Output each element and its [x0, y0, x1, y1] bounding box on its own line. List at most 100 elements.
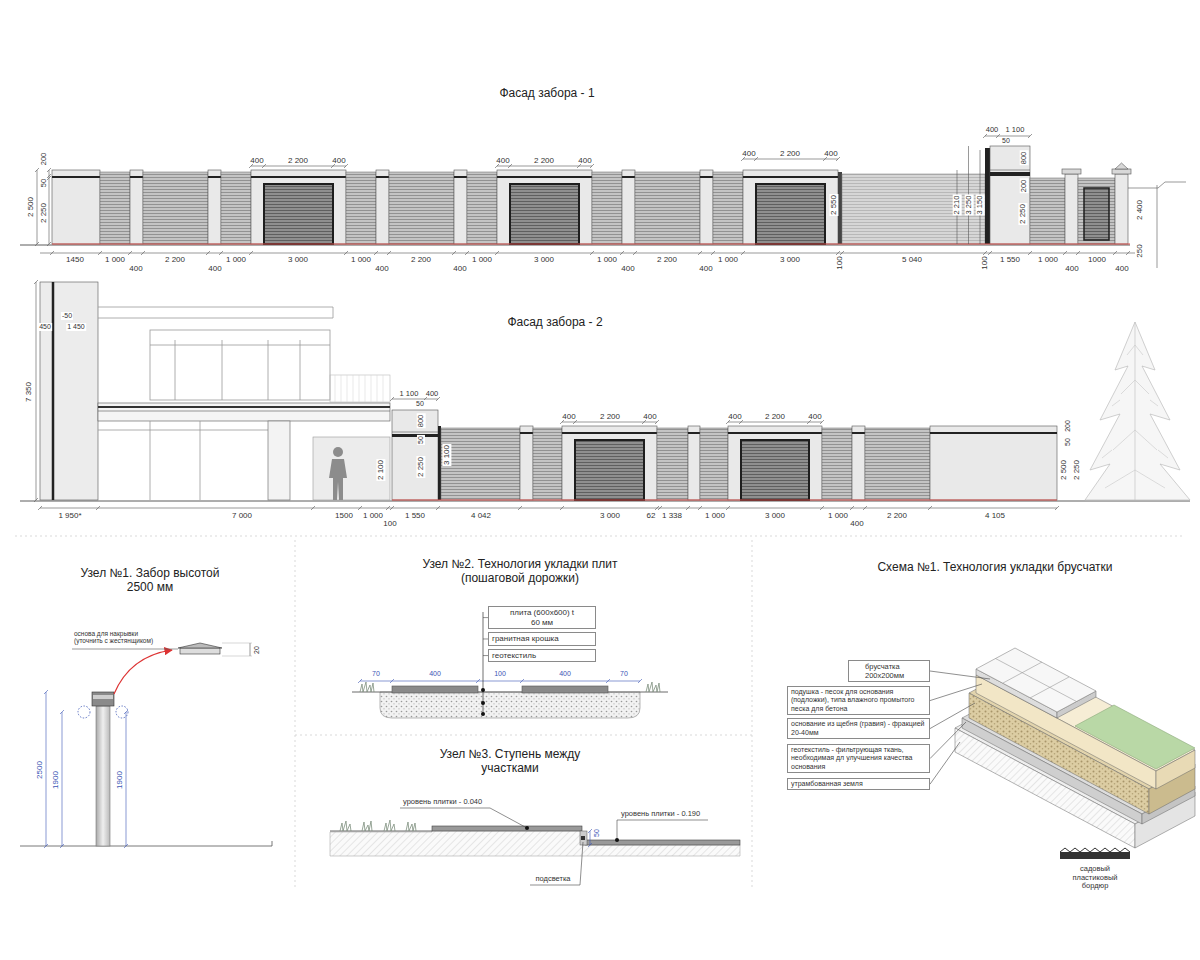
dimension-text: 1 950*	[57, 511, 82, 520]
dimension-text: 2 200	[656, 255, 678, 264]
dimension-text: 400	[849, 519, 864, 528]
dimension-text: 800	[1020, 151, 1029, 166]
leader-line	[930, 684, 982, 701]
dimension-text: -50	[61, 312, 73, 320]
dimension-text: 2 200	[410, 255, 432, 264]
dimension-text: 5 040	[901, 255, 923, 264]
dimension-text: 1 000	[471, 255, 493, 264]
dimension-text: 400	[374, 264, 389, 273]
dimension-text: 100	[835, 255, 844, 270]
dimension-text: 1 000	[350, 255, 372, 264]
dimension-text: 400	[558, 670, 572, 678]
dimension-text: 70	[619, 670, 629, 678]
dimension-text: 1 338	[661, 511, 683, 520]
dimension-text: 1 000	[704, 511, 726, 520]
callout-text: плита (600х600) t 60 мм	[509, 608, 575, 627]
dimension-text: 1 000	[362, 511, 384, 520]
dimension-text: 2 250	[1018, 203, 1027, 225]
section-title: Узел №1. Забор высотой 2500 мм	[74, 567, 226, 595]
spruce-tree	[1085, 322, 1190, 500]
dimension-text: 1000	[1087, 255, 1107, 264]
leader-line	[930, 671, 990, 679]
callout-box: основание из щебня (гравия) - фракцией 2…	[787, 718, 930, 739]
dimension-text: 2 100	[376, 459, 385, 481]
dimension-text: 200	[1064, 419, 1072, 433]
callout-box: гранитная крошка	[488, 632, 596, 646]
note-text: подсветка	[534, 875, 571, 884]
dimension-text: 3 000	[533, 255, 555, 264]
dimension-text: 3 150	[976, 195, 985, 216]
dimension-text: 1 450	[66, 323, 86, 331]
dimension-text: 3 100	[442, 444, 451, 466]
dimension-text: 400	[577, 156, 592, 165]
dimension-text: 400	[823, 149, 838, 158]
dimension-text: 1 000	[596, 255, 618, 264]
dimension-text: 1900	[115, 770, 124, 790]
dimension-lines-1	[35, 134, 1135, 255]
dimension-text: 2 250	[1072, 459, 1081, 481]
dimension-text: 2 200	[764, 412, 786, 421]
dimension-text: 400	[495, 156, 510, 165]
dimension-text: 1500	[334, 511, 354, 520]
node-1-fence-section	[20, 643, 272, 848]
callout-text: брусчатка 200х200мм	[865, 662, 913, 680]
dimension-text: 50	[40, 178, 49, 188]
callout-text: утрамбованная земля	[791, 780, 926, 788]
dimension-text: 2 200	[779, 149, 801, 158]
dimension-text: 1 000	[1037, 255, 1059, 264]
dimension-text: 2 250	[416, 456, 425, 478]
dimension-text: 1450	[65, 255, 85, 264]
dimension-text: 200	[40, 152, 49, 167]
fence-facade-2	[392, 410, 1057, 500]
fence-facade-1	[20, 146, 1186, 268]
dimension-text: 7 350	[24, 381, 33, 403]
note-text: садовый пластиковый бордюр	[1064, 865, 1126, 891]
dimension-text: 2 200	[287, 156, 309, 165]
dimension-text: 400	[698, 264, 713, 273]
dimension-text: 20	[253, 645, 261, 655]
dimension-text: 50	[415, 400, 425, 408]
leader-line	[930, 722, 966, 759]
dimension-text: 400	[331, 156, 346, 165]
dimension-text: 2 550	[829, 194, 838, 216]
dimension-text: 400	[428, 670, 442, 678]
section-title: Фасад забора - 2	[506, 316, 603, 330]
dimension-text: 1 550	[999, 255, 1021, 264]
callout-text: геотекстиль	[492, 651, 592, 661]
dimension-text: 62	[646, 511, 657, 520]
dimension-text: 1 100	[399, 390, 420, 399]
dimension-text: 400	[741, 149, 756, 158]
dimension-text: 3 000	[779, 255, 801, 264]
dimension-lines-2	[34, 280, 1059, 510]
dimension-text: 2 250	[39, 202, 48, 224]
paving-scheme	[955, 648, 1195, 859]
dimension-text: 2 200	[886, 511, 908, 520]
callout-box: подушка - песок для основания (подложки)…	[787, 686, 930, 715]
dimension-text: 400	[620, 264, 635, 273]
callout-text: подушка - песок для основания (подложки)…	[791, 688, 926, 713]
dimension-text: 3 250	[964, 195, 973, 216]
dimension-text: 100	[980, 255, 989, 270]
dimension-text: 4 105	[984, 511, 1006, 520]
dimension-text: 7 000	[231, 511, 253, 520]
dimension-text: 50	[1001, 137, 1011, 145]
node-3-step	[330, 808, 740, 885]
dimension-text: 1900	[51, 770, 60, 790]
dimension-text: 400	[642, 412, 657, 421]
dimension-text: 100	[493, 670, 507, 678]
callout-box: геотекстиль	[488, 649, 596, 663]
dimension-text: 800	[417, 414, 426, 429]
dimension-text: 1 550	[404, 511, 426, 520]
dimension-text: 400	[425, 390, 440, 399]
note-text: уровень плитки - 0.190	[620, 810, 701, 819]
callout-box: брусчатка 200х200мм	[848, 660, 930, 682]
dimension-text: 50	[593, 828, 601, 838]
callout-box: геотекстиль - фильтрующая ткань, необход…	[787, 744, 930, 773]
dimension-text: 1 000	[717, 255, 739, 264]
dimension-text: 400	[561, 412, 576, 421]
dimension-text: 3 000	[599, 511, 621, 520]
dimension-text: 450	[38, 323, 52, 331]
callout-text: гранитная крошка	[492, 634, 592, 644]
